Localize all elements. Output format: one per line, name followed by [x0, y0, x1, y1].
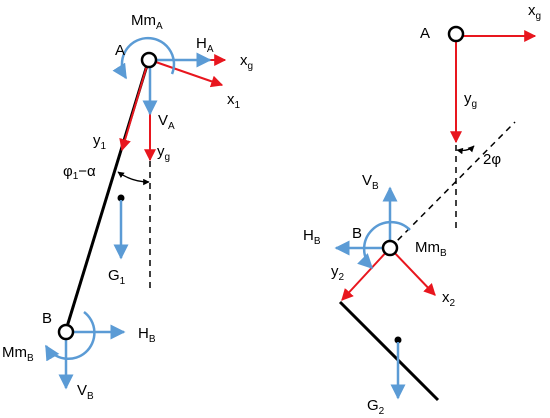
axis-x2-arrow — [389, 247, 436, 296]
moment-b-arc — [357, 220, 411, 270]
label-yg: yg — [464, 90, 477, 110]
label-x1: x1 — [227, 91, 241, 111]
label-y2: y2 — [331, 263, 345, 283]
label-angle: 2φ — [483, 151, 501, 168]
label-xg: xg — [528, 2, 541, 22]
label-point-b: B — [352, 225, 362, 242]
label-moment-b: MmB — [415, 239, 447, 259]
pin-a — [140, 51, 158, 69]
label-hb: HB — [303, 227, 321, 247]
label-hb: HB — [138, 325, 156, 345]
center-of-mass-2 — [394, 336, 402, 344]
label-moment-b: MmB — [2, 344, 34, 364]
label-point-b: B — [42, 310, 52, 327]
label-x2: x2 — [442, 289, 456, 309]
dashed-inclined-reference — [389, 121, 516, 249]
left-diagram: MmA A HA xg x1 VA y1 yg φ1−α G1 B HB MmB… — [2, 12, 253, 402]
center-of-mass-1 — [117, 194, 125, 202]
axis-y1-arrow — [119, 61, 149, 152]
label-vb: VB — [362, 172, 379, 192]
pin-b — [381, 239, 399, 257]
label-vb: VB — [77, 382, 94, 402]
angle-arc — [117, 171, 150, 186]
label-ha: HA — [196, 35, 214, 55]
axis-x1-arrow — [149, 59, 224, 88]
angle-arc — [456, 145, 475, 155]
member-bar — [338, 300, 440, 402]
moment-a-arc — [112, 36, 176, 80]
moment-b-arc — [44, 311, 96, 362]
pin-b — [57, 323, 75, 341]
right-diagram: A xg yg 2φ VB HB B MmB y2 x2 G2 — [303, 2, 541, 417]
label-xg: xg — [240, 52, 253, 72]
label-angle: φ1−α — [63, 163, 96, 182]
label-g2: G2 — [367, 397, 385, 417]
label-yg: yg — [157, 143, 170, 163]
label-point-a: A — [115, 42, 125, 59]
axis-y2-arrow — [341, 247, 391, 301]
label-point-a: A — [420, 25, 430, 42]
label-va: VA — [158, 112, 175, 132]
label-g1: G1 — [108, 267, 126, 287]
label-moment-a: MmA — [131, 12, 163, 32]
pin-a — [447, 25, 465, 43]
label-y1: y1 — [93, 132, 107, 152]
